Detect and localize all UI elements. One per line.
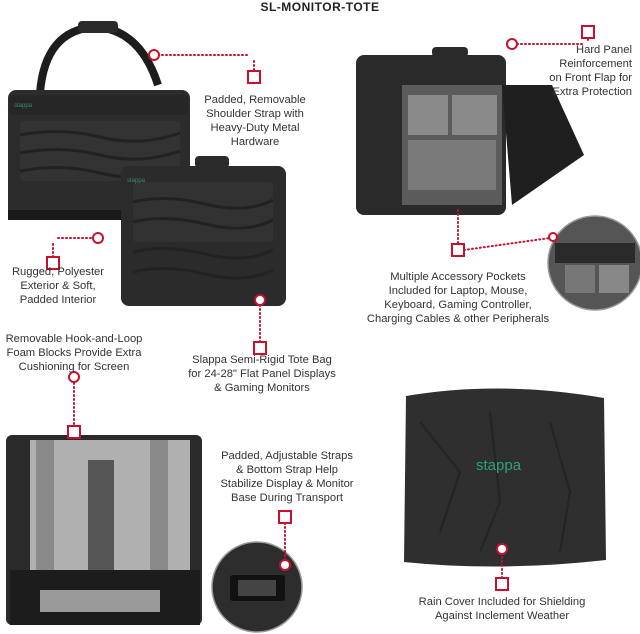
bag-with-monitor-image (6, 435, 202, 625)
strap-buckle-closeup-image (211, 541, 303, 633)
rain-cover-image: stappa (404, 388, 606, 567)
page-title: SL-MONITOR-TOTE (260, 0, 380, 14)
svg-text:stappa: stappa (14, 103, 33, 109)
svg-text:stappa: stappa (127, 178, 146, 184)
bag-open-pockets-image (356, 47, 584, 215)
pocket-closeup-image (547, 215, 640, 311)
caption-adjustable-straps: Padded, Adjustable Straps& Bottom Strap … (220, 450, 354, 504)
bag-front-image: stappa (121, 156, 286, 306)
brand-logo: stappa (476, 457, 522, 474)
